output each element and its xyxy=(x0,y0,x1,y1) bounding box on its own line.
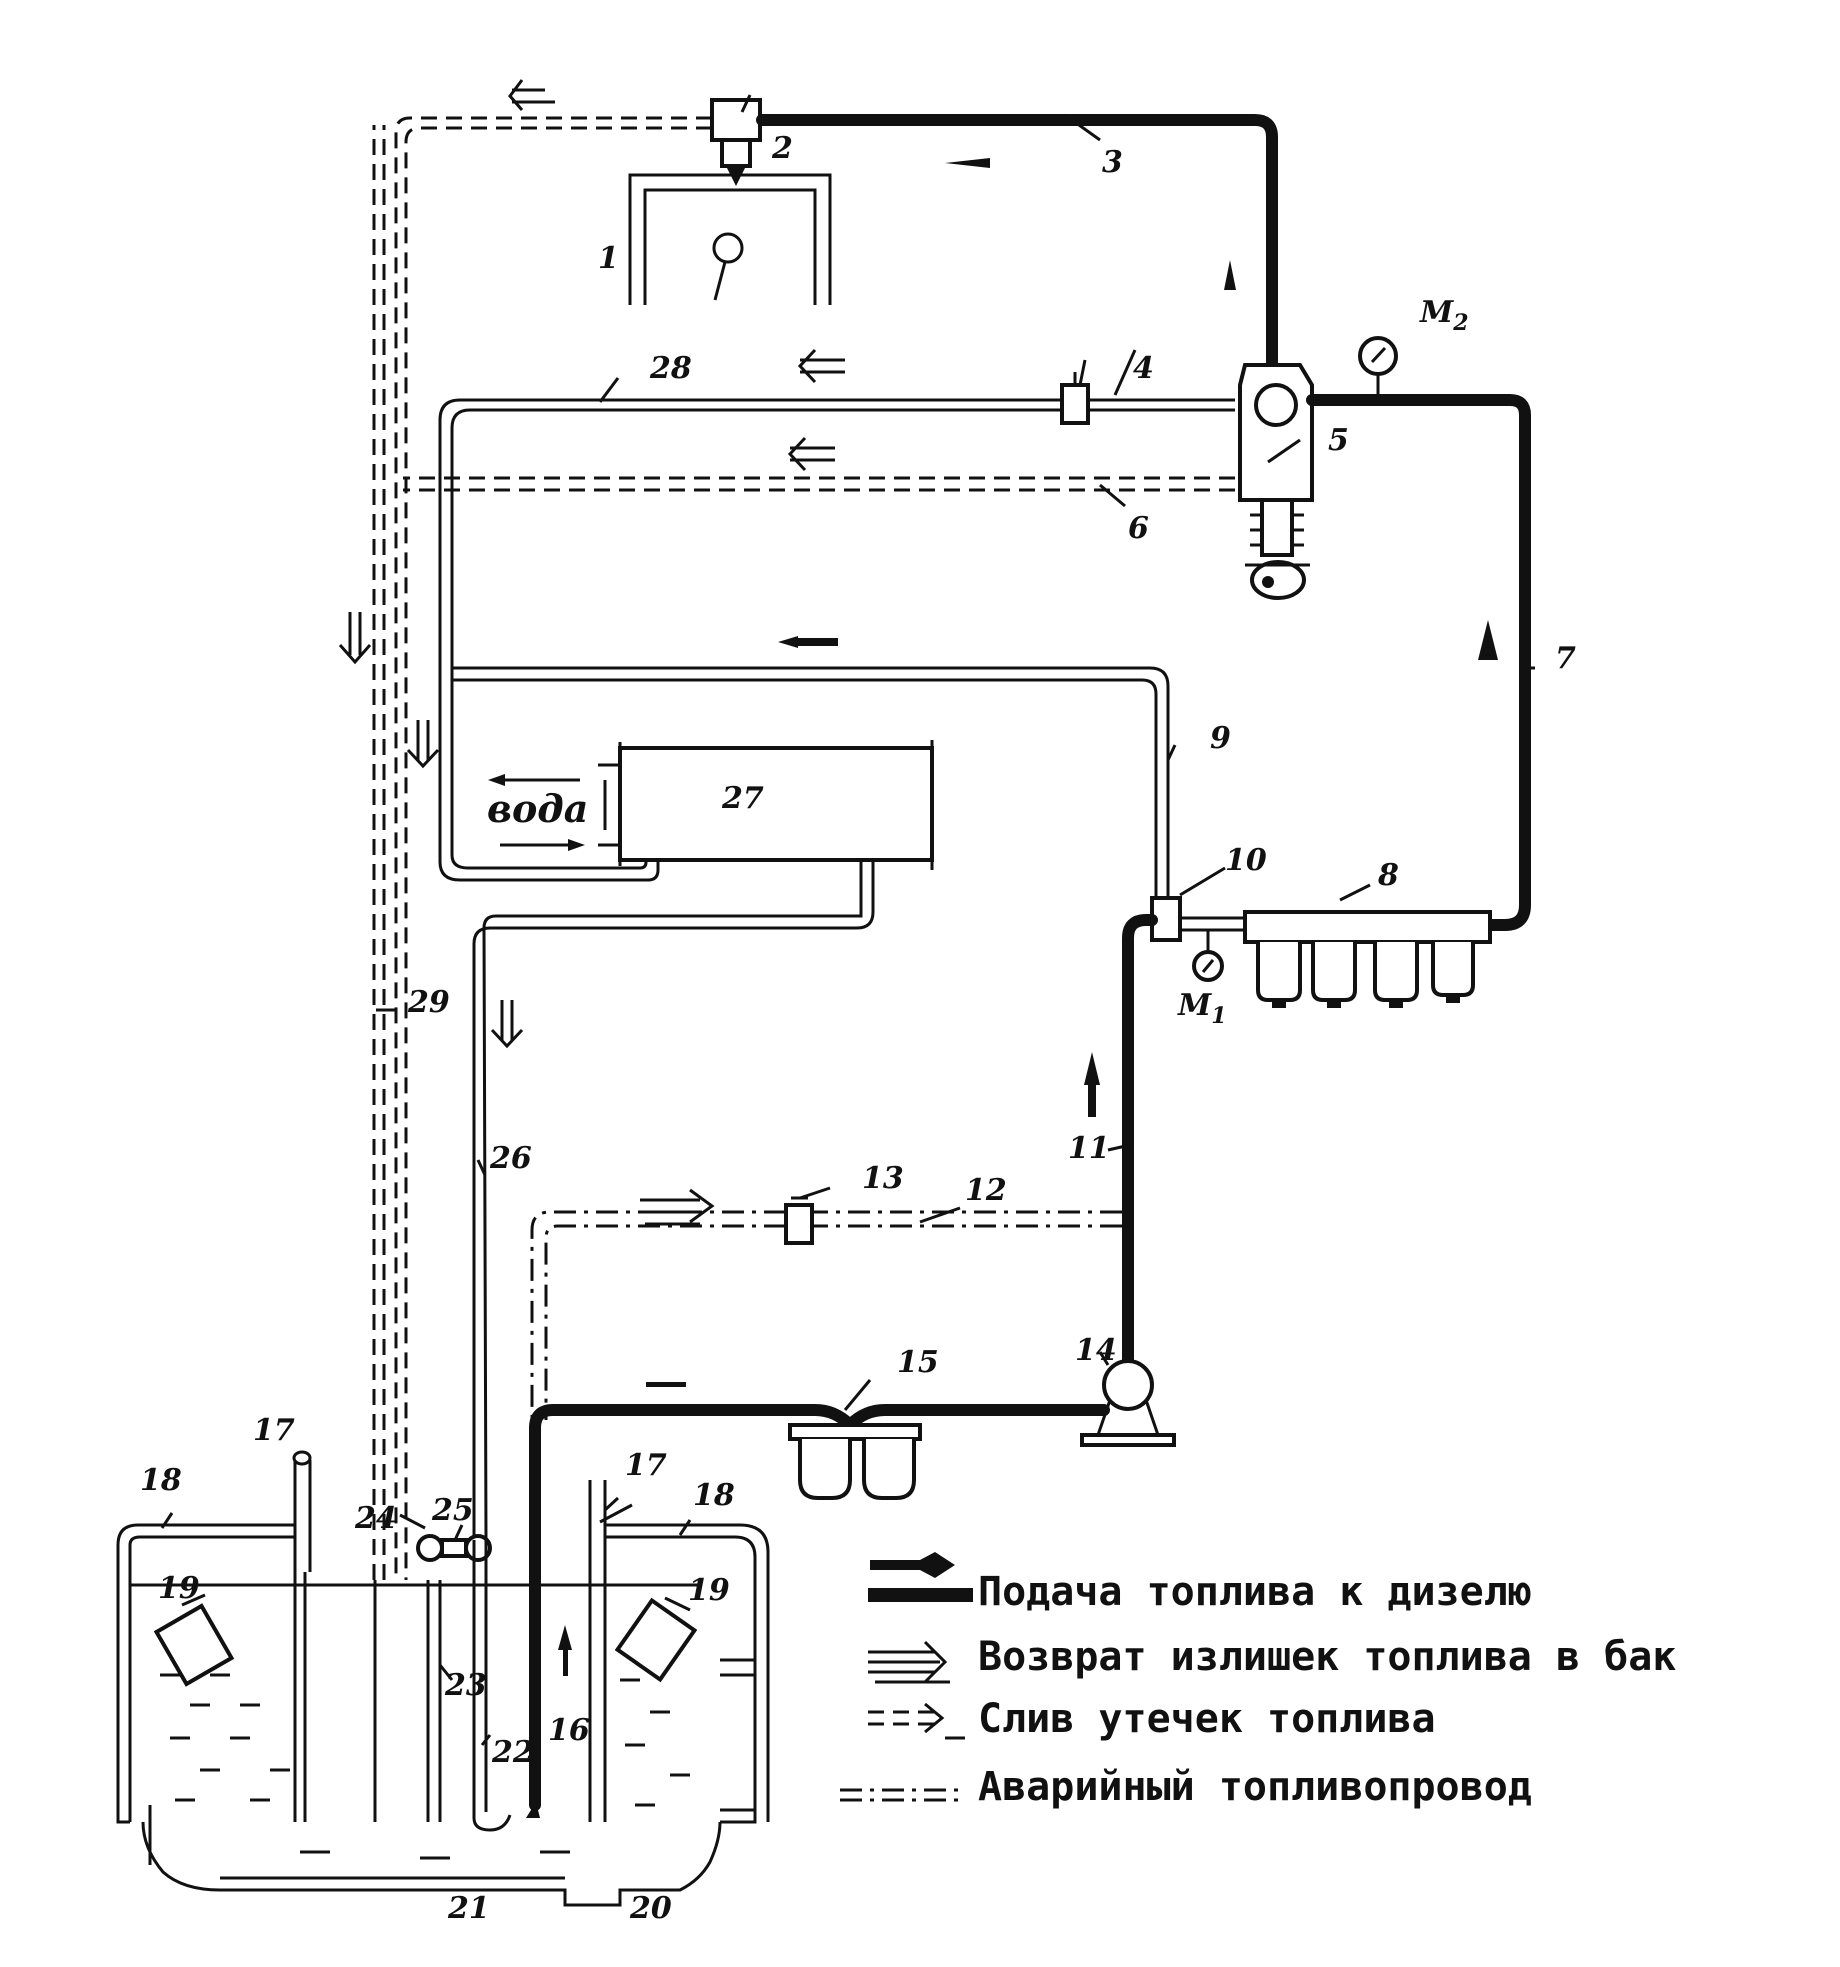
label-3: 3 xyxy=(1102,145,1123,180)
heat-exchanger xyxy=(598,740,934,870)
label-2: 2 xyxy=(771,131,793,166)
label-29: 29 xyxy=(407,985,450,1020)
valve-4 xyxy=(1060,383,1090,425)
label-8: 8 xyxy=(1377,858,1399,893)
legend-return-text: Возврат излишек топлива в бак xyxy=(978,1634,1676,1680)
label-7: 7 xyxy=(1555,641,1576,676)
manometer-m1 xyxy=(1192,930,1224,982)
fuel-tank xyxy=(116,1450,770,1907)
label-16: 16 xyxy=(548,1713,590,1748)
arrow-line-3-up xyxy=(1224,260,1236,290)
component-labels: 1 2 3 4 5 6 7 8 9 10 11 12 13 14 15 16 1… xyxy=(140,131,1576,1926)
legend-supply-text: Подача топлива к дизелю xyxy=(978,1569,1532,1615)
legend-supply-symbol xyxy=(868,1552,973,1602)
label-12: 12 xyxy=(965,1173,1007,1208)
booster-pump xyxy=(1080,1359,1176,1447)
label-13: 13 xyxy=(862,1161,904,1196)
arrow-16 xyxy=(558,1625,572,1650)
label-19-left: 19 xyxy=(158,1571,200,1606)
line-28-return xyxy=(438,398,1235,882)
label-m1: M1 xyxy=(1177,988,1227,1029)
line-29-leak-drain xyxy=(372,116,712,1580)
manometer-m2 xyxy=(1358,336,1398,396)
label-6: 6 xyxy=(1128,511,1149,546)
arrow-line-7 xyxy=(1478,620,1498,660)
line-9-return xyxy=(452,666,1170,900)
arrow-line-3 xyxy=(945,158,990,168)
coarse-filter xyxy=(788,1423,922,1500)
float-right xyxy=(614,1596,698,1683)
arrow-line-11 xyxy=(1084,1052,1100,1085)
label-14: 14 xyxy=(1075,1333,1117,1368)
line-11-supply xyxy=(1122,914,1158,1376)
hp-pump xyxy=(1238,363,1314,600)
valve-13 xyxy=(784,1203,814,1245)
leader-lines xyxy=(160,113,1535,1746)
legend: Подача топлива к дизелю Возврат излишек … xyxy=(840,1552,1676,1810)
legend-emergency-symbol xyxy=(840,1788,965,1802)
line-7-supply xyxy=(1306,394,1531,931)
label-20: 20 xyxy=(629,1891,672,1926)
label-15: 15 xyxy=(897,1345,939,1380)
label-water: вода xyxy=(487,786,588,831)
line-12-emergency xyxy=(530,1210,1122,1420)
flow-arrows xyxy=(338,79,845,1226)
label-18-right: 18 xyxy=(693,1478,735,1513)
line-26-return xyxy=(472,860,875,1541)
line-16-supply xyxy=(529,1404,1110,1811)
label-17-right: 17 xyxy=(625,1448,667,1483)
label-17-left: 17 xyxy=(253,1413,295,1448)
label-25: 25 xyxy=(431,1493,474,1528)
label-22: 22 xyxy=(491,1735,534,1770)
float-left xyxy=(153,1593,235,1687)
label-18-left: 18 xyxy=(140,1463,182,1498)
label-23: 23 xyxy=(444,1668,487,1703)
label-4: 4 xyxy=(1133,351,1154,386)
legend-return-symbol xyxy=(868,1640,950,1684)
valves-24-25 xyxy=(416,1534,492,1562)
label-5: 5 xyxy=(1328,423,1349,458)
line-3-high-pressure xyxy=(756,114,1278,371)
label-24: 24 xyxy=(354,1501,397,1536)
legend-leak-text: Слив утечек топлива xyxy=(978,1696,1436,1742)
label-27: 27 xyxy=(721,781,764,816)
fine-filter-block xyxy=(1243,910,1492,1008)
label-11: 11 xyxy=(1068,1131,1110,1166)
engine-cylinder xyxy=(628,173,832,305)
legend-leak-symbol xyxy=(868,1702,965,1740)
label-m2: M2 xyxy=(1419,295,1469,336)
label-9: 9 xyxy=(1210,721,1231,756)
label-19-right: 19 xyxy=(688,1573,730,1608)
label-21: 21 xyxy=(447,1891,490,1926)
label-1: 1 xyxy=(598,241,619,276)
label-10: 10 xyxy=(1225,843,1267,878)
legend-emergency-text: Аварийный топливопровод xyxy=(978,1764,1532,1810)
line-6-leak xyxy=(403,476,1235,492)
injector xyxy=(710,94,762,186)
label-28: 28 xyxy=(649,351,692,386)
pipe-22-hook xyxy=(472,1540,512,1832)
label-26: 26 xyxy=(489,1141,532,1176)
